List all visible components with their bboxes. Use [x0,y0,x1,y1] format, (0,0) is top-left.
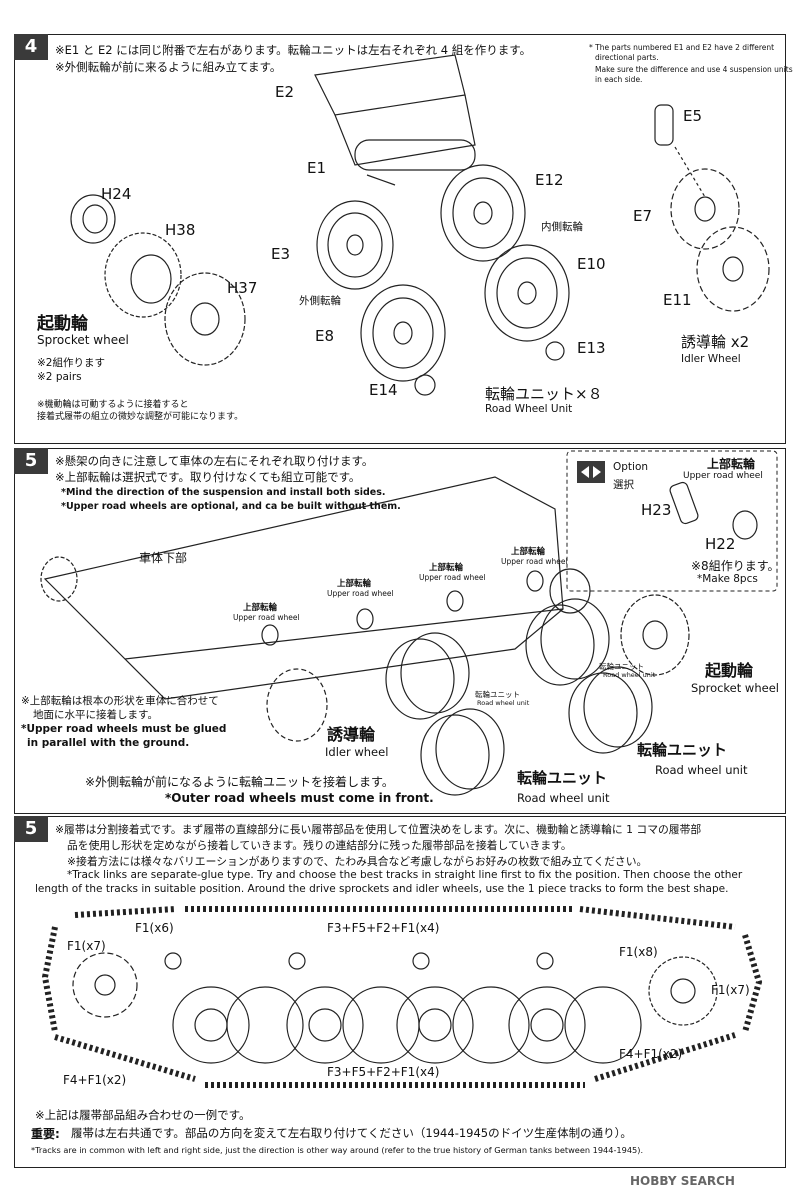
small-road-unit-en-2: Road wheel unit [477,699,530,707]
track-en-2: length of the tracks in suitable positio… [35,883,729,895]
upper-wheel-title-jp: 上部転輪 [707,457,756,471]
track-label-bottom-combo: F3+F5+F2+F1(x4) [327,1065,440,1079]
step5-note-1: ※懸架の向きに注意して車体の左右にそれぞれ取り付けます。 [55,454,374,468]
road-unit-jp-2: 転輪ユニット [517,769,608,787]
important-label: 重要: [31,1127,60,1141]
upper-jp-3: 上部転輪 [429,563,464,573]
inner-wheel-label: 内側転輪 [541,221,583,233]
step-5-panel: 5 ※懸架の向きに注意して車体の左右にそれぞれ取り付けます。 ※上部転輪は選択式… [14,448,786,814]
part-label-e12: E12 [535,171,564,189]
road-unit-en: Road Wheel Unit [485,403,573,415]
upper-en-4: Upper road wheel [501,557,568,566]
track-note-1: ※履帯は分割接着式です。まず履帯の直線部分に長い履帯部品を使用して位置決めをしま… [55,823,702,836]
step4-en-note-3: Make sure the difference and use 4 suspe… [595,65,793,74]
sprocket-title-en: Sprocket wheel [37,333,129,347]
idler-en: Idler Wheel [681,353,741,365]
sprocket-note-1: ※機動輪は可動するように接着すると [37,400,189,410]
small-road-unit-jp-1: 転輪ユニット [599,662,644,671]
step4-diagram [70,54,770,396]
pairs-jp: ※2組作ります [37,357,105,369]
part-label-h24: H24 [101,185,132,203]
track-label-f4f1-left: F4+F1(x2) [63,1073,127,1087]
part-label-e8: E8 [315,327,335,345]
glue-jp-1: ※上部転輪は根本の形状を車体に合わせて [21,695,219,707]
part-label-e14: E14 [369,381,398,399]
track-label-f1x7-left: F1(x7) [67,939,106,953]
make8-jp: ※8組作ります。 [691,559,780,573]
pairs-en: ※2 pairs [37,371,82,383]
step5-note-2: ※上部転輪は選択式です。取り付けなくても組立可能です。 [55,470,361,484]
part-label-e11: E11 [663,291,692,309]
part-label-e2: E2 [275,83,295,101]
option-label: Option [613,461,649,473]
track-label-f1x7-right: F1(x7) [711,983,750,997]
step5-en-note-2: *Upper road wheels are optional, and ca … [61,501,401,512]
watermark-text: HOBBY SEARCH [630,1174,735,1188]
sprocket-title-jp: 起動輪 [37,314,88,334]
part-label-e7: E7 [633,207,653,225]
part-label-h38: H38 [165,221,196,239]
part-label-e13: E13 [577,339,606,357]
step-number: 5 [14,816,48,842]
upper-jp-1: 上部転輪 [243,603,278,613]
part-label-e3: E3 [271,245,291,263]
part-label-h37: H37 [227,279,258,297]
part-label-h23: H23 [641,501,672,519]
step-number: 4 [14,34,48,60]
track-note-2: 品を使用し形状を定めながら接着していきます。残りの連結部分に残った履帯部品を接着… [67,839,572,852]
track-label-f1x6: F1(x6) [135,921,174,935]
sprocket-note-2: 接着式履帯の組立の微妙な調整が可能になります。 [37,412,244,422]
track-label-f1x8: F1(x8) [619,945,658,959]
road-unit-jp: 転輪ユニット [637,741,728,759]
glue-jp-2: 地面に水平に接着します。 [33,709,158,721]
track-diagram [41,906,763,1088]
upper-wheel-title-en: Upper road wheel [683,471,763,481]
step5-diagram [40,450,778,796]
small-road-unit-jp-2: 転輪ユニット [475,690,520,699]
upper-en-2: Upper road wheel [327,589,394,598]
footer-en-note: *Tracks are in common with left and righ… [31,1145,644,1155]
step4-en-note-1: * The parts numbered E1 and E2 have 2 di… [589,43,775,52]
track-label-top-combo: F3+F5+F2+F1(x4) [327,921,440,935]
option-jp: 選択 [613,479,634,491]
step-4-panel: 4 ※E1 と E2 には同じ附番で左右があります。転輪ユニットは左右それぞれ … [14,34,793,444]
small-road-unit-en-1: Road wheel unit [603,671,656,679]
idler-jp: 誘導輪 [327,725,376,744]
outer-front-jp: ※外側転輪が前になるように転輪ユニットを接着します。 [85,775,394,789]
watermark: HOBBY SEARCH [630,1174,735,1188]
road-unit-jp: 転輪ユニット×８ [485,385,603,403]
example-note: ※上記は履帯部品組み合わせの一例です。 [35,1108,251,1122]
step-number: 5 [14,448,48,474]
road-unit-en: Road wheel unit [655,763,748,777]
important-text: 履帯は左右共通です。部品の方向を変えて左右取り付けてください（1944-1945… [71,1126,632,1140]
road-unit-en-2: Road wheel unit [517,791,610,805]
sprocket-en: Sprocket wheel [691,681,779,695]
step4-en-note-2: directional parts. [595,53,659,62]
upper-en-3: Upper road wheel [419,573,486,582]
track-step-panel: 5 ※履帯は分割接着式です。まず履帯の直線部分に長い履帯部品を使用して位置決めを… [14,816,786,1168]
step4-en-note-4: in each side. [595,75,643,84]
glue-en-1: *Upper road wheels must be glued [21,723,227,735]
upper-jp-2: 上部転輪 [337,579,372,589]
sprocket-jp: 起動輪 [705,661,754,680]
part-label-e10: E10 [577,255,606,273]
upper-en-1: Upper road wheel [233,613,300,622]
step4-note-1: ※E1 と E2 には同じ附番で左右があります。転輪ユニットは左右それぞれ 4 … [55,43,532,57]
track-note-3: ※接着方法には様々なバリエーションがありますので、たわみ具合など考慮しながらお好… [67,855,648,868]
part-label-e5: E5 [683,107,703,125]
glue-en-2: in parallel with the ground. [27,737,190,749]
track-label-f4f1-right: F4+F1(x2) [619,1047,683,1061]
part-label-h22: H22 [705,535,736,553]
idler-jp: 誘導輪 x2 [681,333,750,351]
idler-en: Idler wheel [325,745,389,759]
outer-wheel-label: 外側転輪 [299,295,341,307]
track-en-1: *Track links are separate-glue type. Try… [67,869,743,881]
outer-front-en: *Outer road wheels must come in front. [165,791,434,805]
part-label-e1: E1 [307,159,327,177]
step5-en-note-1: *Mind the direction of the suspension an… [61,487,386,498]
make8-en: *Make 8pcs [697,573,758,585]
upper-jp-4: 上部転輪 [511,547,546,557]
lower-hull-label: 車体下部 [139,551,188,565]
step4-note-2: ※外側転輪が前に来るように組み立てます。 [55,60,282,74]
